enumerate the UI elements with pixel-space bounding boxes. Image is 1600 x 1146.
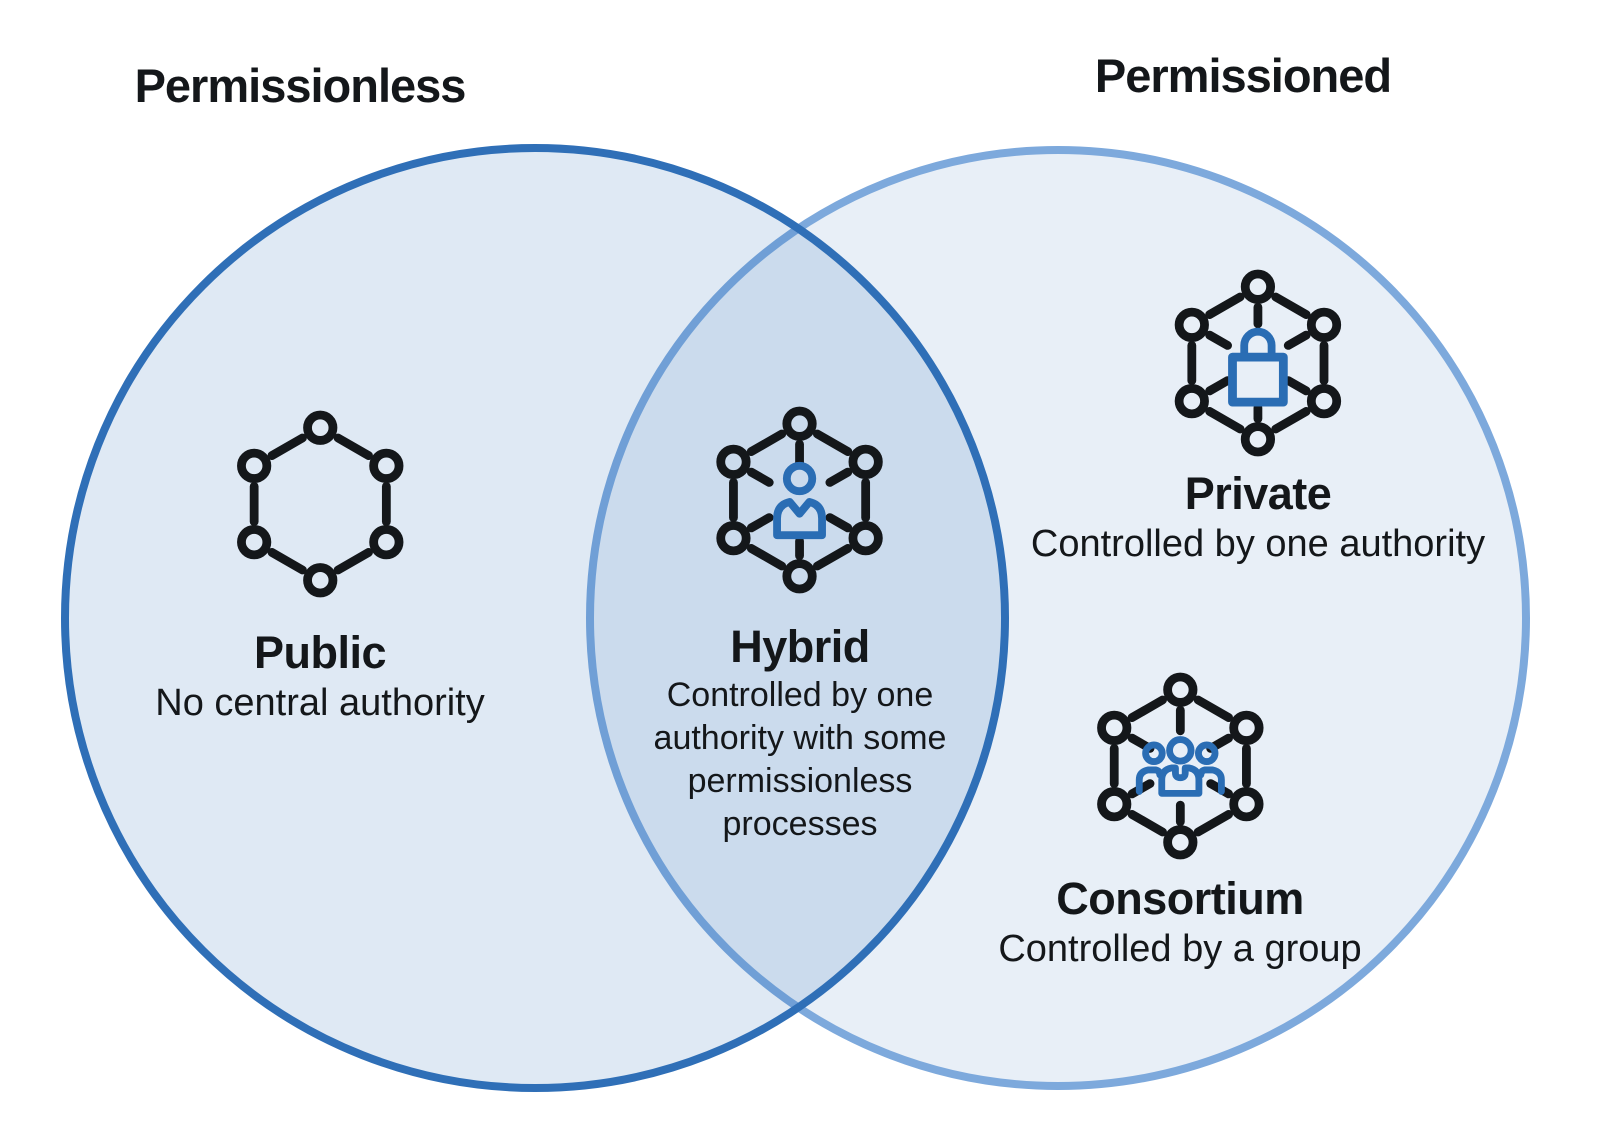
region-consortium-name: Consortium <box>1056 873 1304 924</box>
group-glyph <box>1135 736 1225 797</box>
lock-glyph <box>1228 327 1288 407</box>
network-lock-icon <box>1174 269 1342 457</box>
region-hybrid-name: Hybrid <box>730 621 870 672</box>
hybrid-desc-line: Controlled by one <box>666 676 934 714</box>
region-public: Public No central authority <box>155 406 485 728</box>
network-group-icon <box>1096 672 1264 860</box>
network-hexagon-icon <box>236 410 404 598</box>
region-hybrid: Hybrid Controlled by one authority with … <box>654 402 947 846</box>
region-public-desc: No central authority <box>155 682 485 724</box>
region-consortium-desc: Controlled by a group <box>998 928 1362 970</box>
permissionless-circle <box>61 144 1009 1092</box>
region-private-desc: Controlled by one authority <box>1030 523 1486 565</box>
person-glyph <box>773 461 827 540</box>
network-person-icon <box>716 406 884 594</box>
region-private: Private Controlled by one authority <box>1031 265 1485 569</box>
hybrid-desc-line: authority with some <box>653 719 947 757</box>
hybrid-desc-line: processes <box>722 805 878 843</box>
region-consortium: Consortium Controlled by a group <box>998 668 1362 974</box>
permissionless-title: Permissionless <box>134 59 467 112</box>
permissioned-title: Permissioned <box>1094 49 1392 102</box>
region-hybrid-desc: Controlled by one authority with some pe… <box>654 674 947 846</box>
hybrid-desc-line: permissionless <box>687 762 913 800</box>
region-public-name: Public <box>253 627 387 678</box>
region-private-name: Private <box>1184 468 1332 519</box>
